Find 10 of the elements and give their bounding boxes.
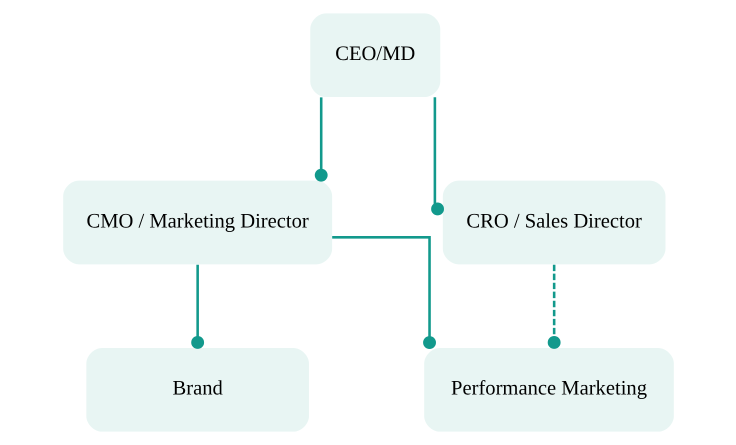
node-box: CRO / Sales Director: [442, 180, 665, 264]
node-box: Brand: [86, 348, 308, 432]
node-box: CMO / Marketing Director: [62, 180, 332, 264]
node-box: Performance Marketing: [424, 348, 674, 432]
connector: [547, 264, 560, 349]
connector: [314, 97, 328, 182]
connector: [332, 236, 436, 350]
connector: [190, 264, 204, 349]
node-box: CEO/MD: [310, 13, 440, 98]
connector: [430, 97, 444, 216]
